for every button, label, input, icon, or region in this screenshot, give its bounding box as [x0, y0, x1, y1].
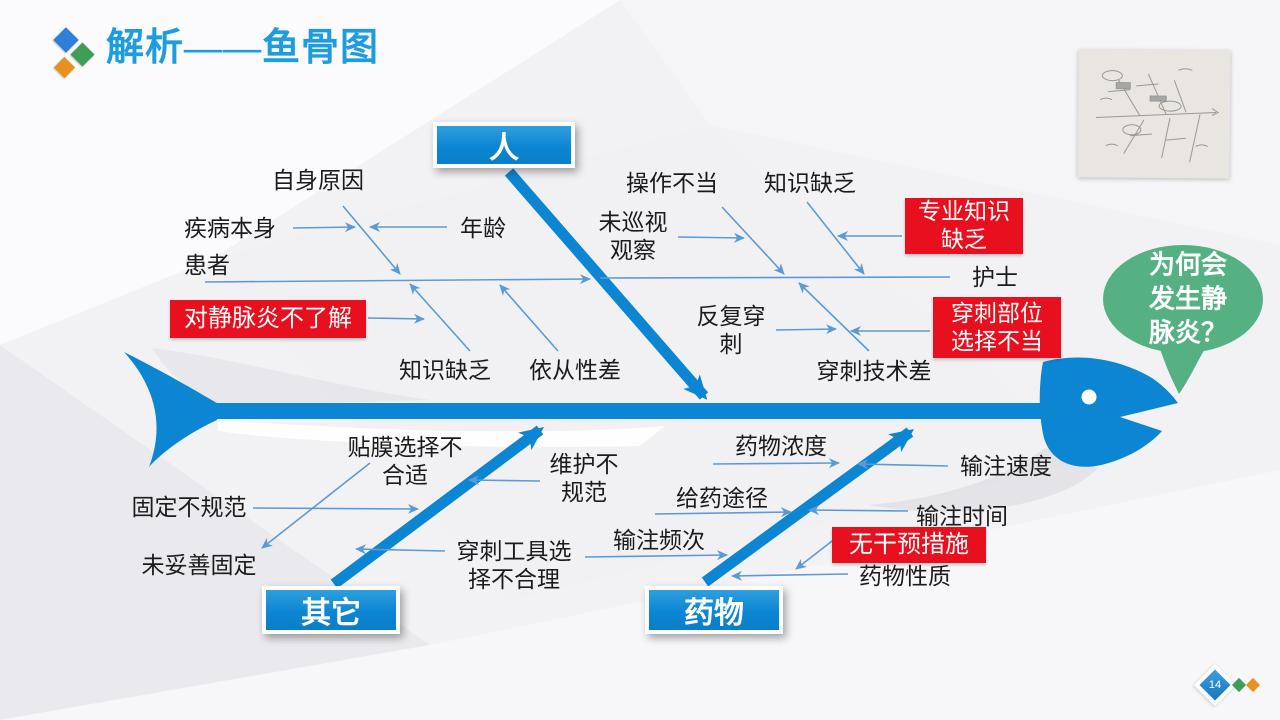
label-no-inspection: 未巡视 观察 — [598, 209, 668, 263]
category-box-drug: 药物 — [645, 586, 783, 634]
label-improper-fixation: 未妥善固定 — [141, 552, 257, 578]
label-poor-puncture-skill: 穿刺技术差 — [816, 358, 932, 384]
page-number: 14 — [1208, 679, 1222, 691]
label-drug-concentration: 药物浓度 — [735, 433, 827, 459]
label-self-cause: 自身原因 — [272, 167, 364, 193]
fish-eye — [1081, 389, 1097, 405]
title-block: 解析——鱼骨图 — [50, 27, 380, 84]
label-improper-operation: 操作不当 — [626, 170, 718, 196]
orange-diamond-icon — [1245, 677, 1261, 693]
label-admin-route: 给药途径 — [676, 485, 768, 511]
decor-swooshes — [152, 348, 1098, 512]
category-bones — [330, 168, 915, 589]
page-number-block: 14 — [1192, 663, 1262, 708]
cause-box-puncture-site: 穿刺部位 选择不当 — [933, 297, 1061, 358]
label-disease-itself: 疾病本身 — [184, 215, 276, 241]
cause-box-professional-knowledge: 专业知识 缺乏 — [905, 198, 1023, 254]
fish-head — [1039, 357, 1178, 467]
fishbone-sketch-photo — [1077, 49, 1231, 179]
label-patient: 患者 — [184, 252, 230, 278]
bone-other — [330, 425, 545, 589]
label-infusion-time: 输注时间 — [916, 503, 1008, 529]
label-film-choice: 贴膜选择不 合适 — [347, 434, 463, 488]
cause-box-no-intervention: 无干预措施 — [832, 527, 986, 563]
label-poor-compliance: 依从性差 — [529, 357, 621, 383]
category-box-other: 其它 — [262, 586, 400, 634]
label-knowledge-lack-patient: 知识缺乏 — [399, 357, 491, 383]
category-box-person: 人 — [433, 122, 575, 168]
label-knowledge-lack: 知识缺乏 — [764, 170, 856, 196]
connector-arrows — [204, 201, 951, 581]
fish-tail — [124, 352, 217, 467]
fish-spine — [214, 403, 1064, 419]
page-title: 解析——鱼骨图 — [106, 27, 380, 69]
label-repeated-puncture: 反复穿 刺 — [696, 303, 766, 357]
label-age: 年龄 — [460, 215, 506, 241]
diamond-logo-icon — [50, 27, 100, 84]
bone-drug — [701, 427, 915, 587]
green-diamond-icon — [1231, 677, 1247, 693]
question-bubble-text: 为何会 发生静 脉炎？ — [1148, 249, 1228, 347]
question-bubble — [1103, 245, 1263, 394]
label-tool-choice: 穿刺工具选 择不合理 — [456, 538, 572, 592]
label-fixation-nonstandard: 固定不规范 — [131, 494, 247, 520]
label-infusion-frequency: 输注频次 — [613, 527, 705, 553]
label-nurse: 护士 — [972, 264, 1018, 290]
label-infusion-speed: 输注速度 — [960, 453, 1052, 479]
label-maintenance-nonstandard: 维护不 规范 — [549, 451, 619, 505]
bone-person — [504, 168, 709, 400]
cause-box-no-understanding: 对静脉炎不了解 — [170, 300, 366, 338]
label-drug-property: 药物性质 — [859, 563, 951, 589]
